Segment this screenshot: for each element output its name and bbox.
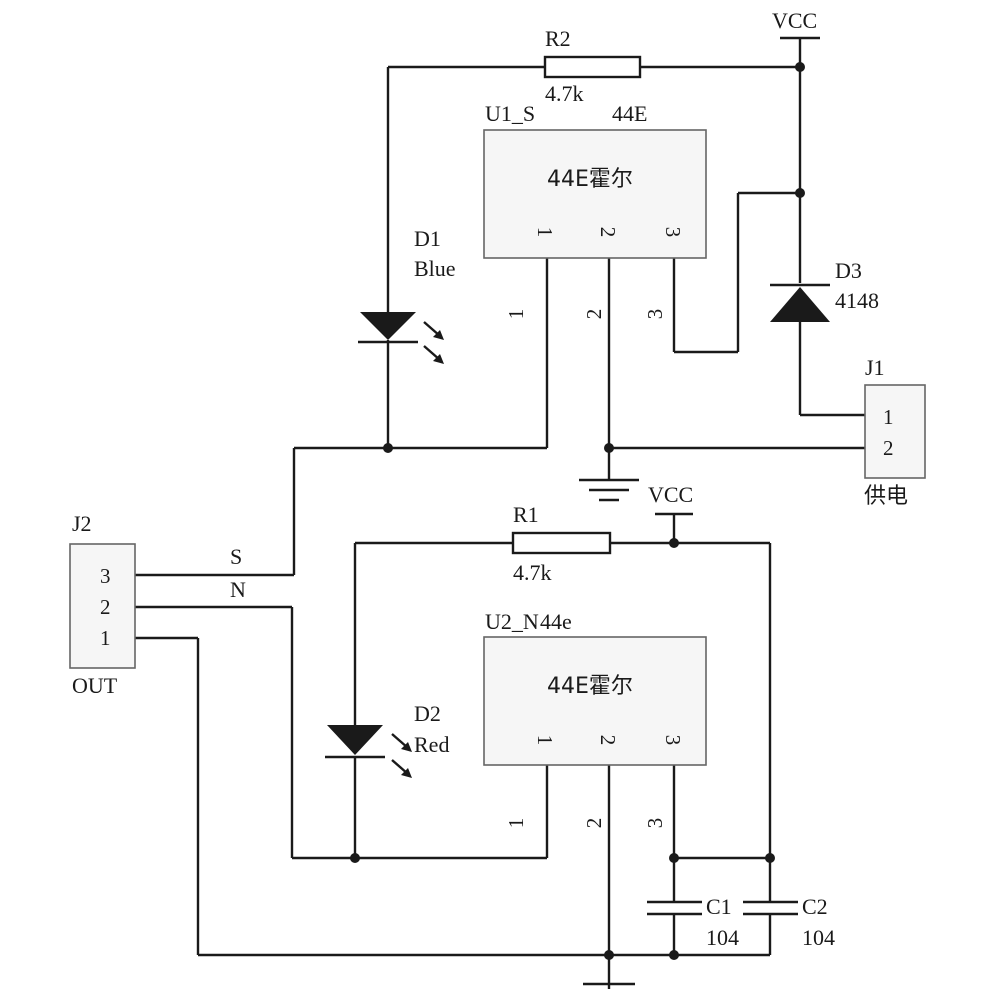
capacitor-c2-ref: C2 [802,894,828,919]
led-d2-triangle [327,725,383,755]
u1-pin2-outer: 2 [582,309,606,320]
junction-dot [795,62,805,72]
capacitor-c2-value: 104 [802,925,835,950]
u2-value: 44e [540,609,572,634]
junctions [350,62,805,960]
led-d1-ref: D1 [414,226,441,251]
diode-d3-value: 4148 [835,288,879,313]
u2-body-label: 44E霍尔 [547,674,633,699]
capacitor-c1-value: 104 [706,925,739,950]
hall-sensor-u2: U2_N 44e 44E霍尔 1 2 3 1 2 3 [483,609,707,829]
connector-j1: J1 1 2 供电 [864,355,926,509]
j1-pin1: 1 [883,405,894,429]
u2-pin2-outer: 2 [582,818,606,829]
u1-value: 44E [612,101,647,126]
j2-body [69,543,136,669]
junction-dot [669,853,679,863]
capacitor-c1-ref: C1 [706,894,732,919]
diode-d3: D3 4148 [770,258,879,322]
u2-body [483,636,707,766]
j2-pin2: 2 [100,595,111,619]
ground-icon [579,478,639,502]
net-label-n: N [230,577,246,602]
j2-label: OUT [72,673,118,698]
net-label-s: S [230,544,242,569]
u1-body-label: 44E霍尔 [547,167,633,192]
resistor-r1-body [511,531,612,555]
u2-pin1-outer: 1 [504,818,528,829]
light-emission-icon [391,733,412,778]
u1-ref: U1_S [485,101,535,126]
resistor-r2-body [543,55,642,79]
j2-pin3: 3 [100,564,111,588]
u2-pin1-inner: 1 [533,735,557,746]
j1-ref: J1 [865,355,885,380]
u2-pin3-outer: 3 [643,818,667,829]
resistor-r2-ref: R2 [545,26,571,51]
junction-dot [350,853,360,863]
j1-body [864,384,926,479]
j1-label: 供电 [864,484,908,509]
capacitor-c2: C2 104 [743,894,835,950]
u1-pin3-inner: 3 [661,227,685,238]
u1-body [483,129,707,259]
junction-dot [604,443,614,453]
u1-pin2-inner: 2 [596,227,620,238]
j1-pin2: 2 [883,436,894,460]
vcc-label-mid: VCC [648,482,693,507]
wires [135,36,865,989]
diode-d3-triangle [770,287,830,322]
u1-pin1-outer: 1 [504,309,528,320]
junction-dot [765,853,775,863]
junction-dot [383,443,393,453]
u1-pin1-inner: 1 [533,227,557,238]
vcc-label-top: VCC [772,8,817,33]
u1-pin3-outer: 3 [643,309,667,320]
j2-ref: J2 [72,511,92,536]
junction-dot [604,950,614,960]
led-d2-ref: D2 [414,701,441,726]
resistor-r2: R2 4.7k [543,26,642,106]
capacitor-c1: C1 104 [647,894,739,950]
j2-pin1: 1 [100,626,111,650]
led-d1-value: Blue [414,256,456,281]
led-d2-value: Red [414,732,449,757]
junction-dot [669,950,679,960]
hall-sensor-u1: U1_S 44E 44E霍尔 1 2 3 1 2 3 [483,101,707,320]
led-d2: D2 Red [325,701,449,778]
diode-d3-ref: D3 [835,258,862,283]
resistor-r1: R1 4.7k [511,502,612,585]
light-emission-icon [423,321,444,364]
resistor-r1-value: 4.7k [513,560,552,585]
u2-pin2-inner: 2 [596,735,620,746]
u2-ref: U2_N [485,609,539,634]
resistor-r2-value: 4.7k [545,81,584,106]
junction-dot [795,188,805,198]
connector-j2: J2 3 2 1 OUT [69,511,136,698]
u2-pin3-inner: 3 [661,735,685,746]
led-d1: D1 Blue [358,226,456,364]
junction-dot [669,538,679,548]
led-d1-triangle [360,312,416,340]
resistor-r1-ref: R1 [513,502,539,527]
